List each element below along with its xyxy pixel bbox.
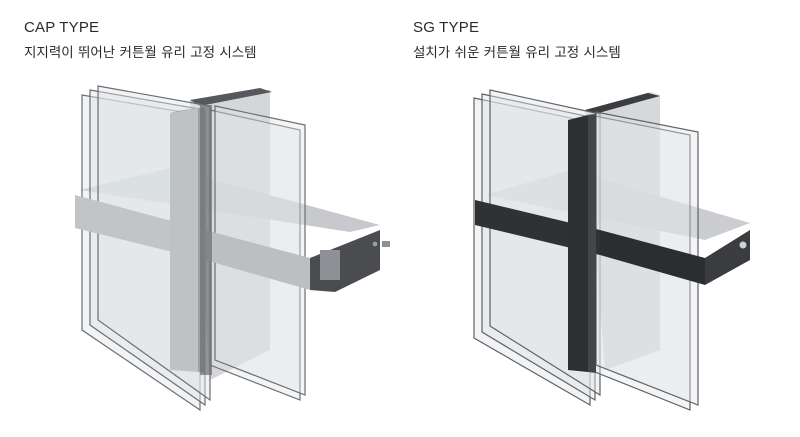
sg-type-subtitle: 설치가 쉬운 커튼월 유리 고정 시스템 bbox=[413, 45, 621, 61]
cap-type-subtitle: 지지력이 뛰어난 커튼월 유리 고정 시스템 bbox=[24, 45, 257, 61]
cap-type-title: CAP TYPE bbox=[24, 19, 100, 36]
cap-type-illustration bbox=[75, 85, 390, 412]
sg-type-title: SG TYPE bbox=[413, 19, 480, 36]
sg-type-panel: SG TYPE 설치가 쉬운 커튼월 유리 고정 시스템 bbox=[400, 0, 800, 437]
sg-type-illustration bbox=[473, 89, 750, 411]
cap-type-panel: CAP TYPE 지지력이 뛰어난 커튼월 유리 고정 시스템 bbox=[24, 19, 390, 412]
